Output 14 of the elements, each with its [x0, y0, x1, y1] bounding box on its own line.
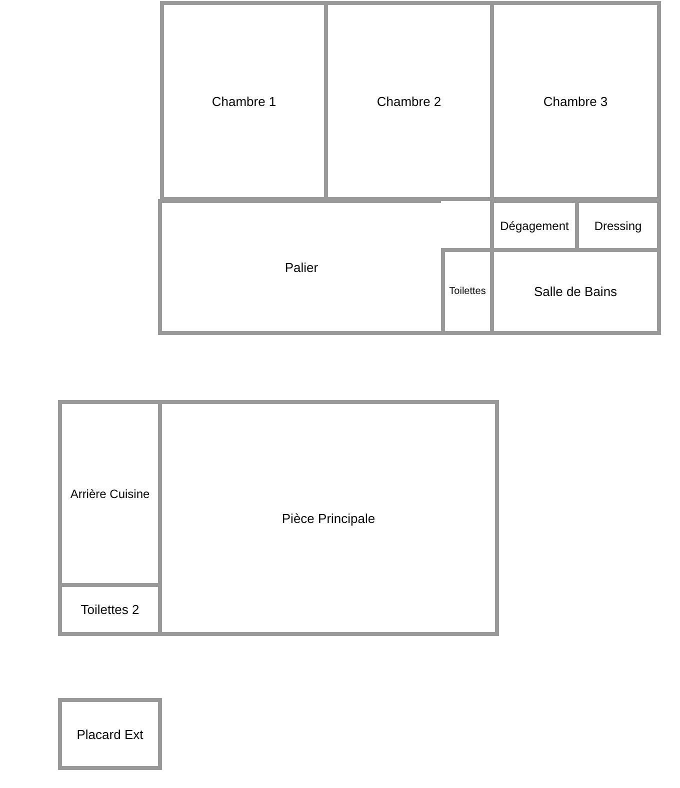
room-label: Dressing	[594, 218, 642, 232]
room-label: Toilettes 2	[80, 602, 140, 617]
room-label: Toilettes	[449, 286, 486, 297]
room-label: Pièce Principale	[282, 510, 376, 526]
room-label: Salle de Bains	[534, 284, 618, 299]
room-label: Chambre 1	[212, 94, 276, 108]
room-label: Chambre 3	[543, 94, 608, 108]
room-label: Dégagement	[500, 218, 569, 232]
room-label: Chambre 2	[376, 94, 442, 108]
room-label: Placard Ext	[76, 726, 144, 742]
room-outline	[58, 698, 162, 770]
room-label: Palier	[284, 260, 318, 274]
room-outline	[158, 199, 441, 335]
room-label: Arrière Cuisine	[70, 486, 150, 500]
